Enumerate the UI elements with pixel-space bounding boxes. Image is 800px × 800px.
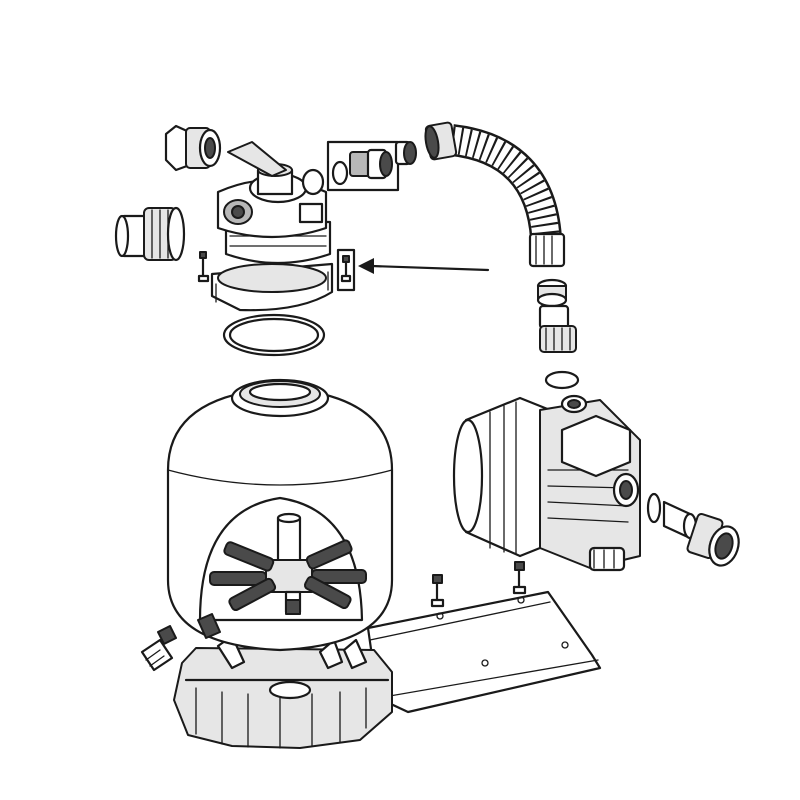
corrugated-hose [424,121,566,268]
pump-union-fitting [646,492,740,567]
valve-union-fitting [164,124,222,172]
pump [452,394,641,572]
pump-mounting-plate [366,590,602,714]
valve-clamp [210,262,334,312]
mounting-bolt [430,574,445,608]
boxed-union-connector [326,140,400,192]
filter-base [173,634,393,749]
multiport-valve [216,141,332,265]
mounting-bolt [512,561,527,595]
valve-o-ring [222,313,326,357]
lateral-assembly [209,512,367,615]
mounting-bolt [197,251,210,283]
hose-union-adapter [394,140,417,166]
valve-union-fitting [114,206,186,262]
drain-plug [140,613,221,672]
valve-o-ring [544,370,580,390]
callout-arrow [358,258,490,274]
pressure-gauge-fitting [336,248,356,292]
hose-union-adapter [536,278,577,353]
